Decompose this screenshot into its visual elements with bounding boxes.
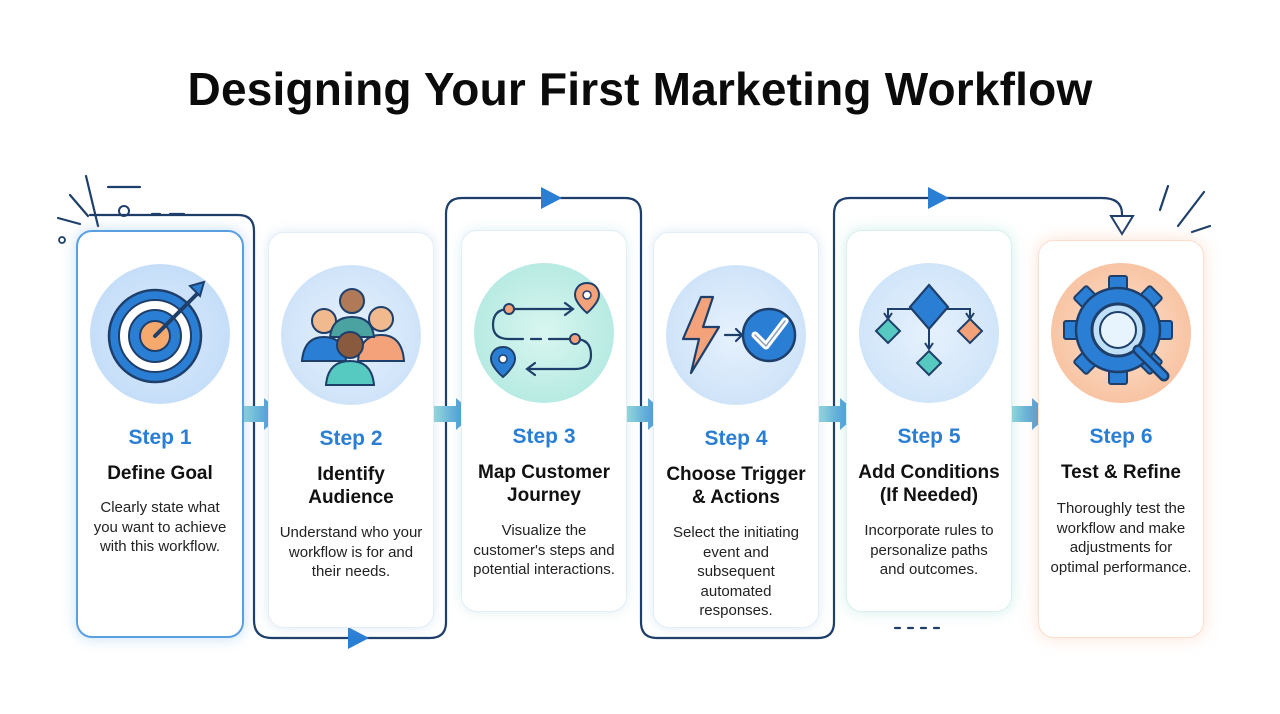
step-card-3: Step 3 Map Customer Journey Visualize th… [461, 230, 627, 612]
target-with-arrow-icon [90, 264, 230, 404]
arrowhead-bottom-2 [348, 627, 369, 649]
lightning-to-check-icon [666, 265, 806, 405]
audience-group-icon [281, 265, 421, 405]
step-description: Select the initiating event and subseque… [673, 524, 799, 619]
journey-map-icon [474, 263, 614, 403]
step-card-5: Step 5 Add Conditions (If Needed) Incorp… [846, 230, 1012, 612]
arrowhead-top-3 [541, 187, 562, 209]
step-label: Step 3 [512, 425, 576, 448]
step-title: Add Conditions (If Needed) [858, 462, 1000, 506]
gear-magnifier-icon [1051, 263, 1191, 403]
step-title: Identify Audience [308, 464, 394, 508]
step-description: Incorporate rules to personalize paths a… [864, 522, 994, 578]
step-card-1: Step 1 Define Goal Clearly state what yo… [76, 230, 244, 638]
decision-flow-icon [859, 263, 999, 403]
step-title: Map Customer Journey [478, 462, 610, 506]
step-description: Thoroughly test the workflow and make ad… [1050, 500, 1192, 576]
step-label: Step 4 [704, 427, 768, 450]
step-label: Step 6 [1089, 425, 1153, 448]
page-title: Designing Your First Marketing Workflow [187, 63, 1093, 115]
step-card-6: Step 6 Test & Refine Thoroughly test the… [1038, 240, 1204, 638]
step-description: Clearly state what you want to achieve w… [93, 499, 227, 555]
step-card-2: Step 2 Identify Audience Understand who … [268, 232, 434, 628]
step-title: Test & Refine [1060, 462, 1181, 483]
step-description: Understand who your workflow is for and … [279, 524, 423, 580]
step-label: Step 5 [897, 425, 961, 448]
connector-line-1-2 [88, 196, 1124, 640]
step-description: Visualize the customer's steps and poten… [473, 522, 615, 578]
step-label: Step 2 [319, 427, 383, 450]
step-title: Choose Trigger & Actions [666, 464, 806, 508]
step-card-4: Step 4 Choose Trigger & Actions Select t… [653, 232, 819, 628]
arrowhead-step6 [1109, 215, 1135, 236]
step-title: Define Goal [107, 463, 213, 484]
arrowhead-top-5 [928, 187, 949, 209]
step-label: Step 1 [128, 426, 192, 449]
